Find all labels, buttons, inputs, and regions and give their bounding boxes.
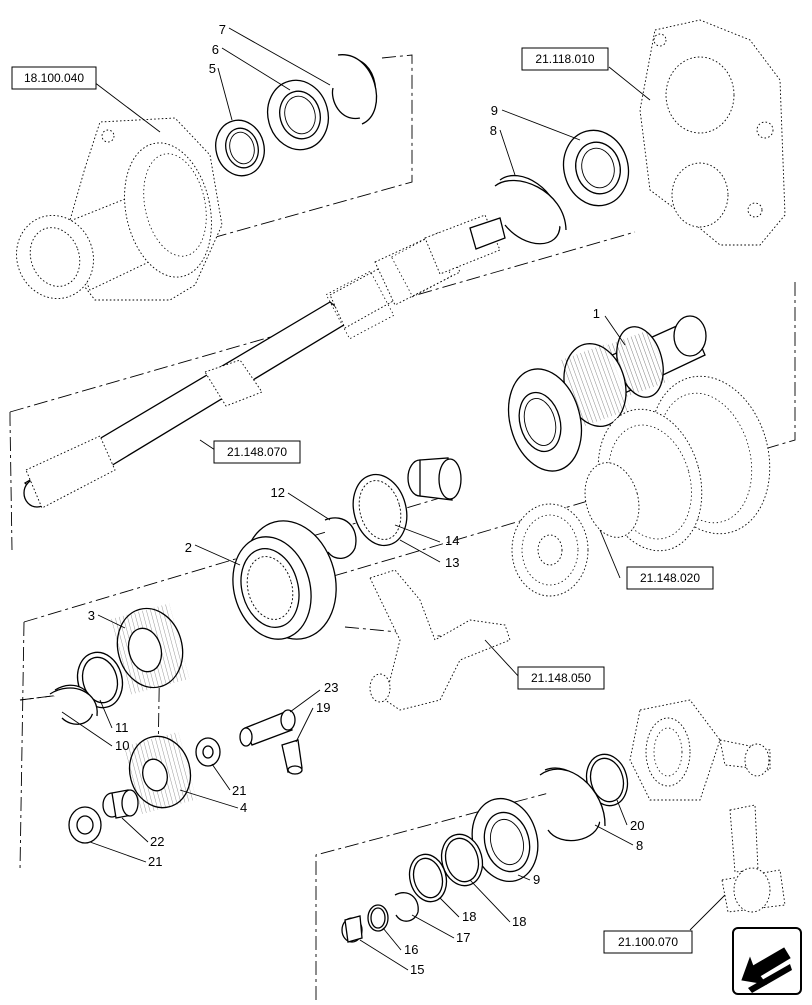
snap-ring-8-lower: [539, 767, 606, 842]
reference-box-21-100-070[interactable]: 21.100.070: [603, 930, 693, 954]
callout-23: 23: [324, 680, 338, 695]
callout-15: 15: [410, 962, 424, 977]
callout-17: 17: [456, 930, 470, 945]
reference-box-21-148-020[interactable]: 21.148.020: [626, 566, 714, 590]
shift-fork: [369, 569, 511, 711]
callout-7: 7: [219, 22, 226, 37]
gear-4: [124, 731, 197, 815]
snap-ring-16: [367, 904, 389, 932]
gear-3: [111, 603, 190, 695]
snap-ring-12: [324, 517, 357, 559]
reference-box-18-100-040[interactable]: 18.100.040: [11, 66, 97, 90]
rear-cover: [639, 19, 786, 246]
output-housing: [629, 699, 786, 913]
callout-11: 11: [115, 720, 129, 735]
snap-ring-7: [331, 54, 378, 125]
callout-9-upper: 9: [491, 103, 498, 118]
bushing-14: [407, 457, 462, 501]
bearing-6: [266, 79, 330, 151]
callout-9-lower: 9: [533, 872, 540, 887]
callout-8-lower: 8: [636, 838, 643, 853]
callout-21-upper: 21: [232, 783, 246, 798]
callout-18-a: 18: [512, 914, 526, 929]
friction-disc-13: [352, 473, 408, 547]
shift-pin-23: [239, 709, 296, 747]
bushing-22: [102, 789, 139, 819]
reference-box-21-148-050[interactable]: 21.148.050: [517, 666, 605, 690]
callout-3: 3: [88, 608, 95, 623]
callout-12: 12: [271, 485, 285, 500]
callouts: 7 6 5 9 8 1 12 2 14 13 3 23 19 11 10 21 …: [88, 22, 645, 977]
view-direction-arrow-icon: [732, 927, 802, 995]
callout-13: 13: [445, 555, 459, 570]
callout-16: 16: [404, 942, 418, 957]
bushing-15: [341, 915, 363, 943]
snap-ring-8-upper: [494, 174, 567, 245]
callout-6: 6: [212, 42, 219, 57]
callout-21-lower: 21: [148, 854, 162, 869]
callout-4: 4: [240, 800, 247, 815]
callout-19: 19: [316, 700, 330, 715]
callout-22: 22: [150, 834, 164, 849]
synchro-cluster: [511, 375, 771, 597]
main-shaft: [23, 214, 506, 509]
snap-ring-18-a: [440, 833, 484, 887]
washer-21-upper: [195, 737, 221, 767]
reference-label: 21.148.050: [531, 671, 591, 685]
input-housing: [16, 117, 223, 301]
callout-10: 10: [115, 738, 129, 753]
reference-label: 21.148.070: [227, 445, 287, 459]
callout-20: 20: [630, 818, 644, 833]
snap-ring-10: [49, 684, 98, 725]
washer-21-lower: [68, 806, 102, 844]
callout-8-upper: 8: [490, 123, 497, 138]
pin-19: [281, 739, 303, 775]
bearing-9-upper: [562, 129, 630, 207]
callout-18-b: 18: [462, 909, 476, 924]
reference-label: 21.148.020: [640, 571, 700, 585]
leader-lines: [61, 27, 726, 971]
countershaft-1: [507, 315, 707, 472]
reference-box-21-148-070[interactable]: 21.148.070: [213, 440, 301, 464]
reference-box-21-118-010[interactable]: 21.118.010: [521, 47, 609, 71]
callout-5: 5: [209, 61, 216, 76]
reference-label: 21.100.070: [618, 935, 678, 949]
snap-ring-17: [394, 892, 419, 922]
synchronizer-2: [232, 520, 337, 640]
callout-2: 2: [185, 540, 192, 555]
callout-1: 1: [593, 306, 600, 321]
snap-ring-18-b: [408, 853, 448, 903]
reference-label: 21.118.010: [535, 52, 594, 66]
reference-label: 18.100.040: [24, 71, 84, 85]
seal-5: [215, 119, 265, 177]
callout-14: 14: [445, 533, 459, 548]
